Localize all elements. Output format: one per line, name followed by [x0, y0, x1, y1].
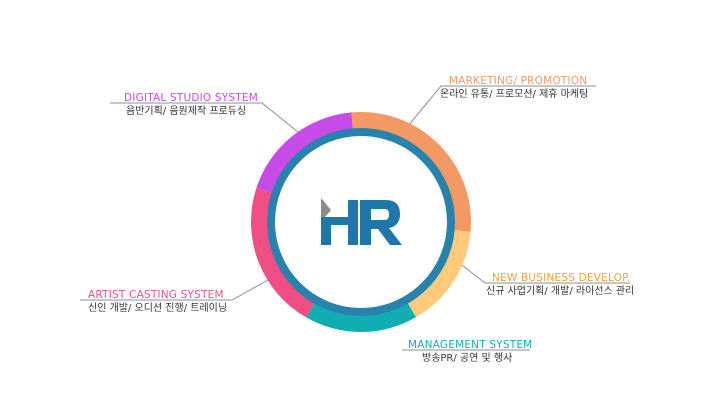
new-business-subtitle: 신규 사업기획/ 개발/ 라이선스 관리: [486, 286, 635, 297]
digital-studio-title: DIGITAL STUDIO SYSTEM: [124, 92, 258, 104]
digital-studio-subtitle: 음반기획/ 음원제작 프로듀싱: [126, 106, 247, 117]
marketing-title: MARKETING/ PROMOTION: [449, 75, 588, 87]
leader-line-new-business: [457, 261, 630, 284]
management-title: MANAGEMENT SYSTEM: [408, 339, 533, 351]
artist-casting-title: ARTIST CASTING SYSTEM: [88, 289, 224, 301]
logo-h-left-stem: [321, 222, 331, 245]
leader-line-digital-studio: [110, 102, 299, 133]
callout-artist-casting: ARTIST CASTING SYSTEM 신인 개발/ 오디션 진행/ 트레이…: [88, 288, 227, 316]
callout-management: MANAGEMENT SYSTEM 방송PR/ 공연 및 행사: [408, 338, 532, 366]
marketing-subtitle: 온라인 유통/ 프로모션/ 제휴 마케팅: [440, 89, 589, 100]
callout-digital-studio: DIGITAL STUDIO SYSTEM 음반기획/ 음원제작 프로듀싱: [124, 91, 258, 119]
logo-h-right-stem: [348, 200, 358, 245]
ring-segment-marketing: [351, 112, 471, 232]
logo-h-crossbar: [321, 217, 356, 225]
artist-casting-subtitle: 신인 개발/ 오디션 진행/ 트레이닝: [88, 303, 228, 314]
new-business-title: NEW BUSINESS DEVELOP.: [492, 272, 631, 284]
logo-chevron-icon: [321, 198, 331, 222]
leader-lines: [80, 85, 630, 351]
management-subtitle: 방송PR/ 공연 및 행사: [422, 353, 513, 364]
callout-marketing: MARKETING/ PROMOTION 온라인 유통/ 프로모션/ 제휴 마케…: [440, 74, 588, 102]
leader-line-artist-casting: [80, 279, 269, 301]
hr-logo: [321, 198, 402, 245]
logo-r-letter: [360, 200, 402, 245]
callout-new-business: NEW BUSINESS DEVELOP. 신규 사업기획/ 개발/ 라이선스 …: [486, 271, 634, 299]
leader-line-marketing: [407, 85, 596, 127]
